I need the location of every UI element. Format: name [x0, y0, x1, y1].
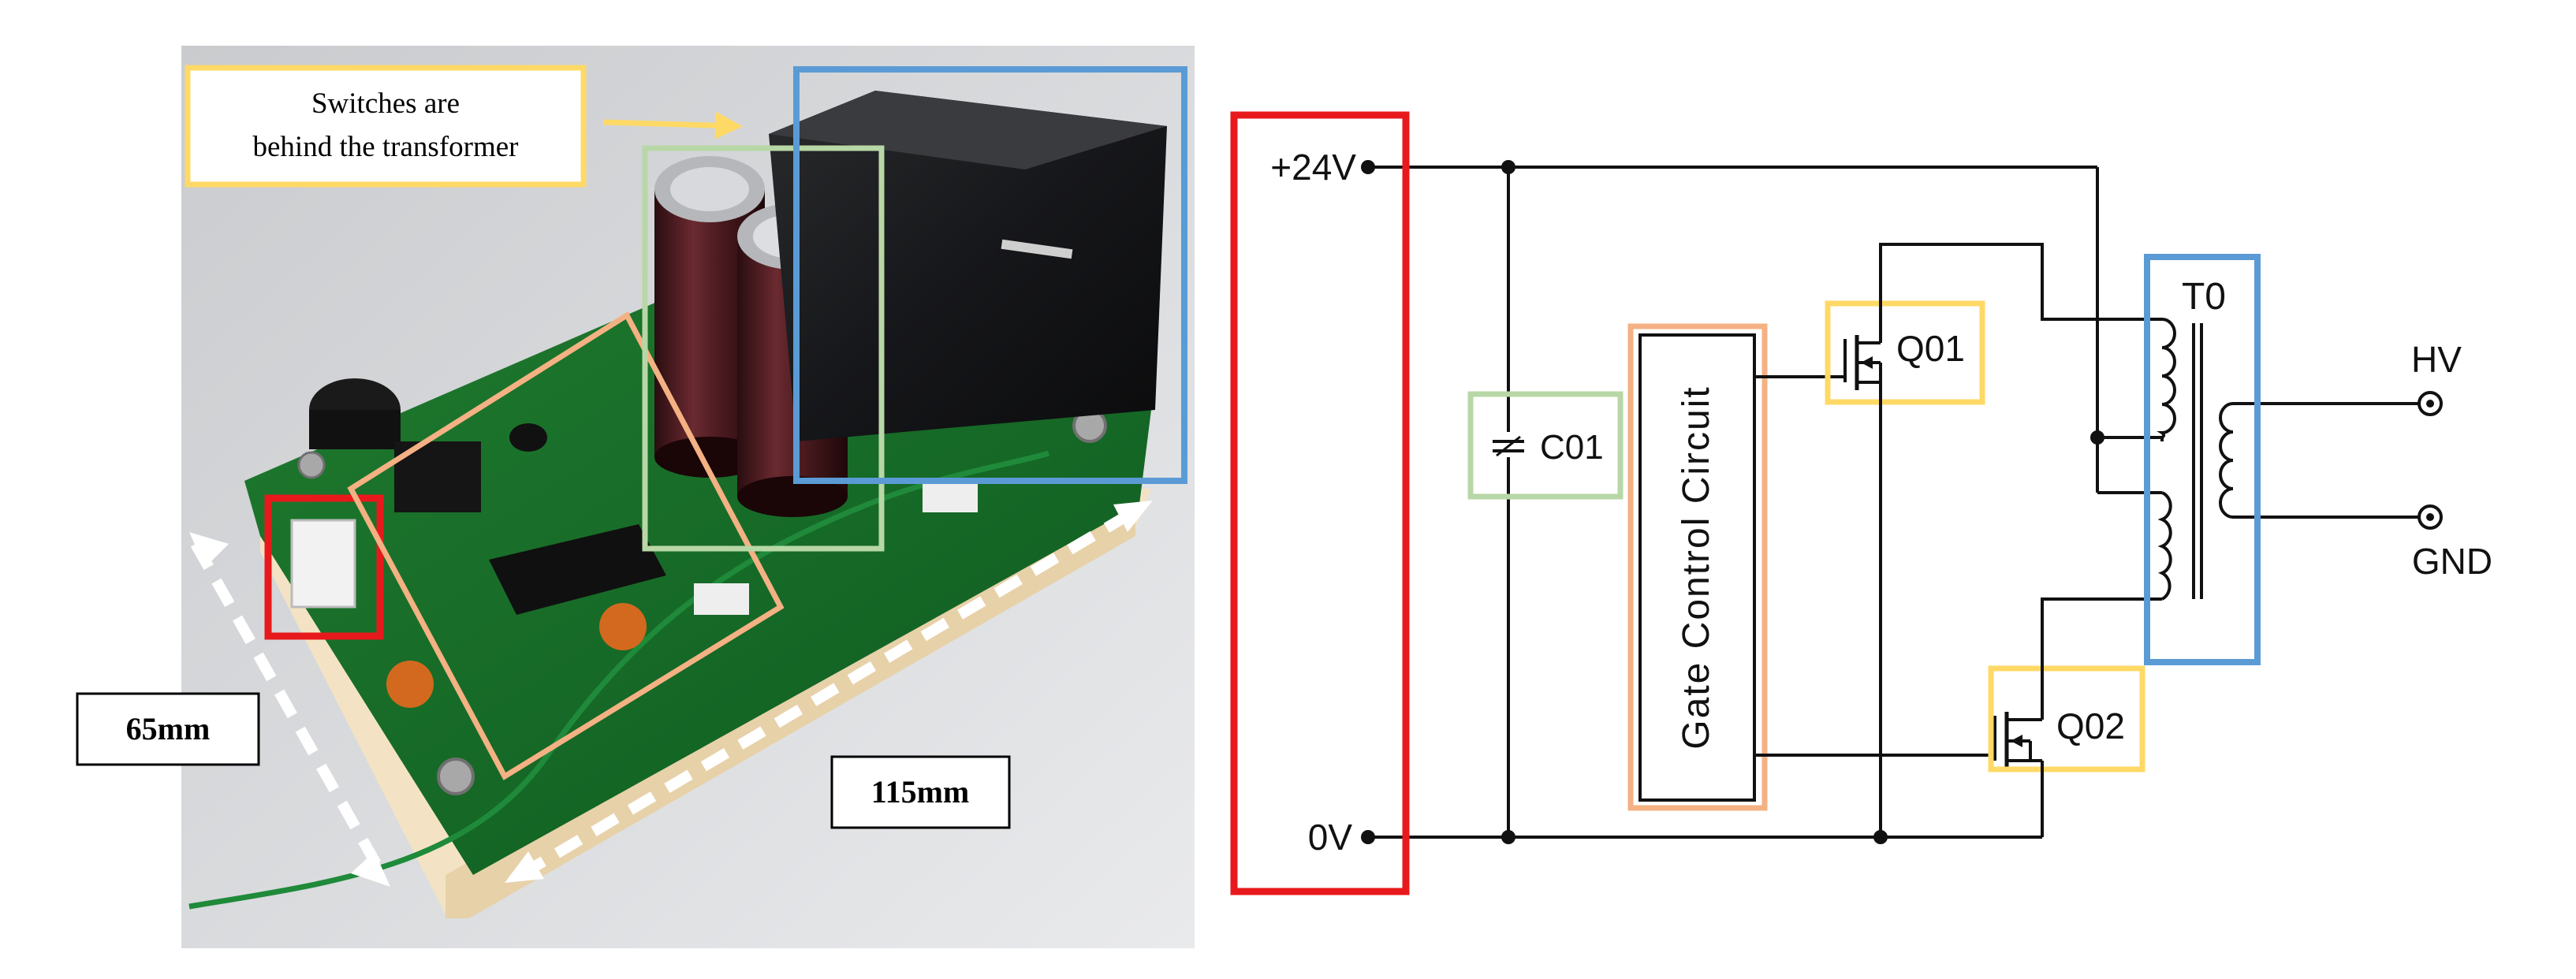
gate-control-block — [1638, 333, 1756, 802]
mosfet-q02-symbol — [1993, 712, 2042, 769]
connector-cn04 — [694, 583, 749, 615]
gnd-label: GND — [2412, 541, 2492, 582]
mosfet-q01-symbol — [1843, 311, 1882, 390]
screw-3 — [297, 451, 326, 479]
q02-drain-wire — [2041, 597, 2162, 720]
connector-cn02 — [923, 481, 978, 512]
neg-terminal — [1361, 830, 1375, 844]
dimension-label-width: 65mm — [126, 711, 211, 746]
switch-bottom-highlight-box — [1988, 665, 2145, 772]
dimension-label-width-box — [76, 692, 260, 766]
gate-control-label: Gate Control Circuit — [1676, 385, 1717, 749]
switch-top-highlight-box — [1825, 300, 1985, 405]
dimension-arrowhead-length-left — [505, 851, 544, 883]
switch-top-label: Q01 — [1896, 328, 1965, 369]
junction-cap-top — [1501, 160, 1515, 174]
callout-line-2: behind the transformer — [253, 131, 519, 163]
junction-cap-bottom — [1501, 830, 1515, 844]
capacitor-symbol — [1489, 432, 1528, 457]
ic-chip — [489, 524, 666, 615]
neg-rail-label: 0V — [1308, 817, 1353, 858]
photo-capacitor-box — [642, 145, 885, 552]
hv-terminal-dot — [2426, 400, 2434, 408]
primary-winding-lower — [2157, 491, 2172, 601]
dimension-arrowhead-width-top — [189, 532, 229, 568]
screw-1 — [437, 758, 475, 795]
dimension-arrow-length — [517, 505, 1139, 880]
transformer-highlight-box — [2144, 254, 2261, 665]
callout-line-1: Switches are — [311, 87, 460, 120]
transformer-block — [769, 91, 1167, 441]
capacitor-label: C01 — [1540, 428, 1604, 467]
capacitor-highlight-box — [1467, 391, 1624, 500]
dimension-label-length: 115mm — [871, 774, 969, 810]
small-capacitor — [509, 423, 547, 452]
primary-winding-upper — [2157, 318, 2176, 439]
pos-terminal — [1361, 160, 1375, 174]
pos-rail-label: +24V — [1270, 147, 1356, 188]
power-connector — [290, 519, 356, 609]
switch-bottom-label: Q02 — [2056, 705, 2125, 746]
junction-q01-source — [1873, 830, 1888, 844]
potentiometer-2 — [599, 603, 647, 650]
dimension-arrow-width — [190, 541, 388, 878]
hv-label: HV — [2411, 339, 2462, 380]
transformer-label: T0 — [2182, 276, 2226, 318]
potentiometer-1 — [386, 661, 434, 708]
gnd-terminal-dot — [2426, 513, 2434, 521]
photo-power-input-box — [264, 494, 384, 640]
inductor-body — [309, 410, 401, 449]
power-input-highlight-box — [1230, 111, 1410, 895]
dimension-label-length-box — [830, 755, 1011, 829]
dimension-arrowhead-length-right — [1113, 501, 1153, 532]
schematic-panel: +24V 0V C01 Gate Control Circuit — [1230, 111, 2492, 895]
secondary-winding — [2219, 402, 2234, 519]
dimension-arrowhead-width-bottom — [351, 851, 390, 887]
callout-arrow — [602, 111, 743, 140]
switches-callout-box — [185, 65, 587, 188]
junction-center-tap — [2090, 430, 2104, 445]
photo-transformer-box — [793, 66, 1187, 484]
gate-control-highlight-box — [1627, 323, 1768, 811]
q01-drain-wire — [1879, 243, 2162, 321]
photo-panel: Switches are behind the transformer 65mm… — [76, 46, 1195, 948]
photo-gate-control-box — [347, 311, 785, 780]
